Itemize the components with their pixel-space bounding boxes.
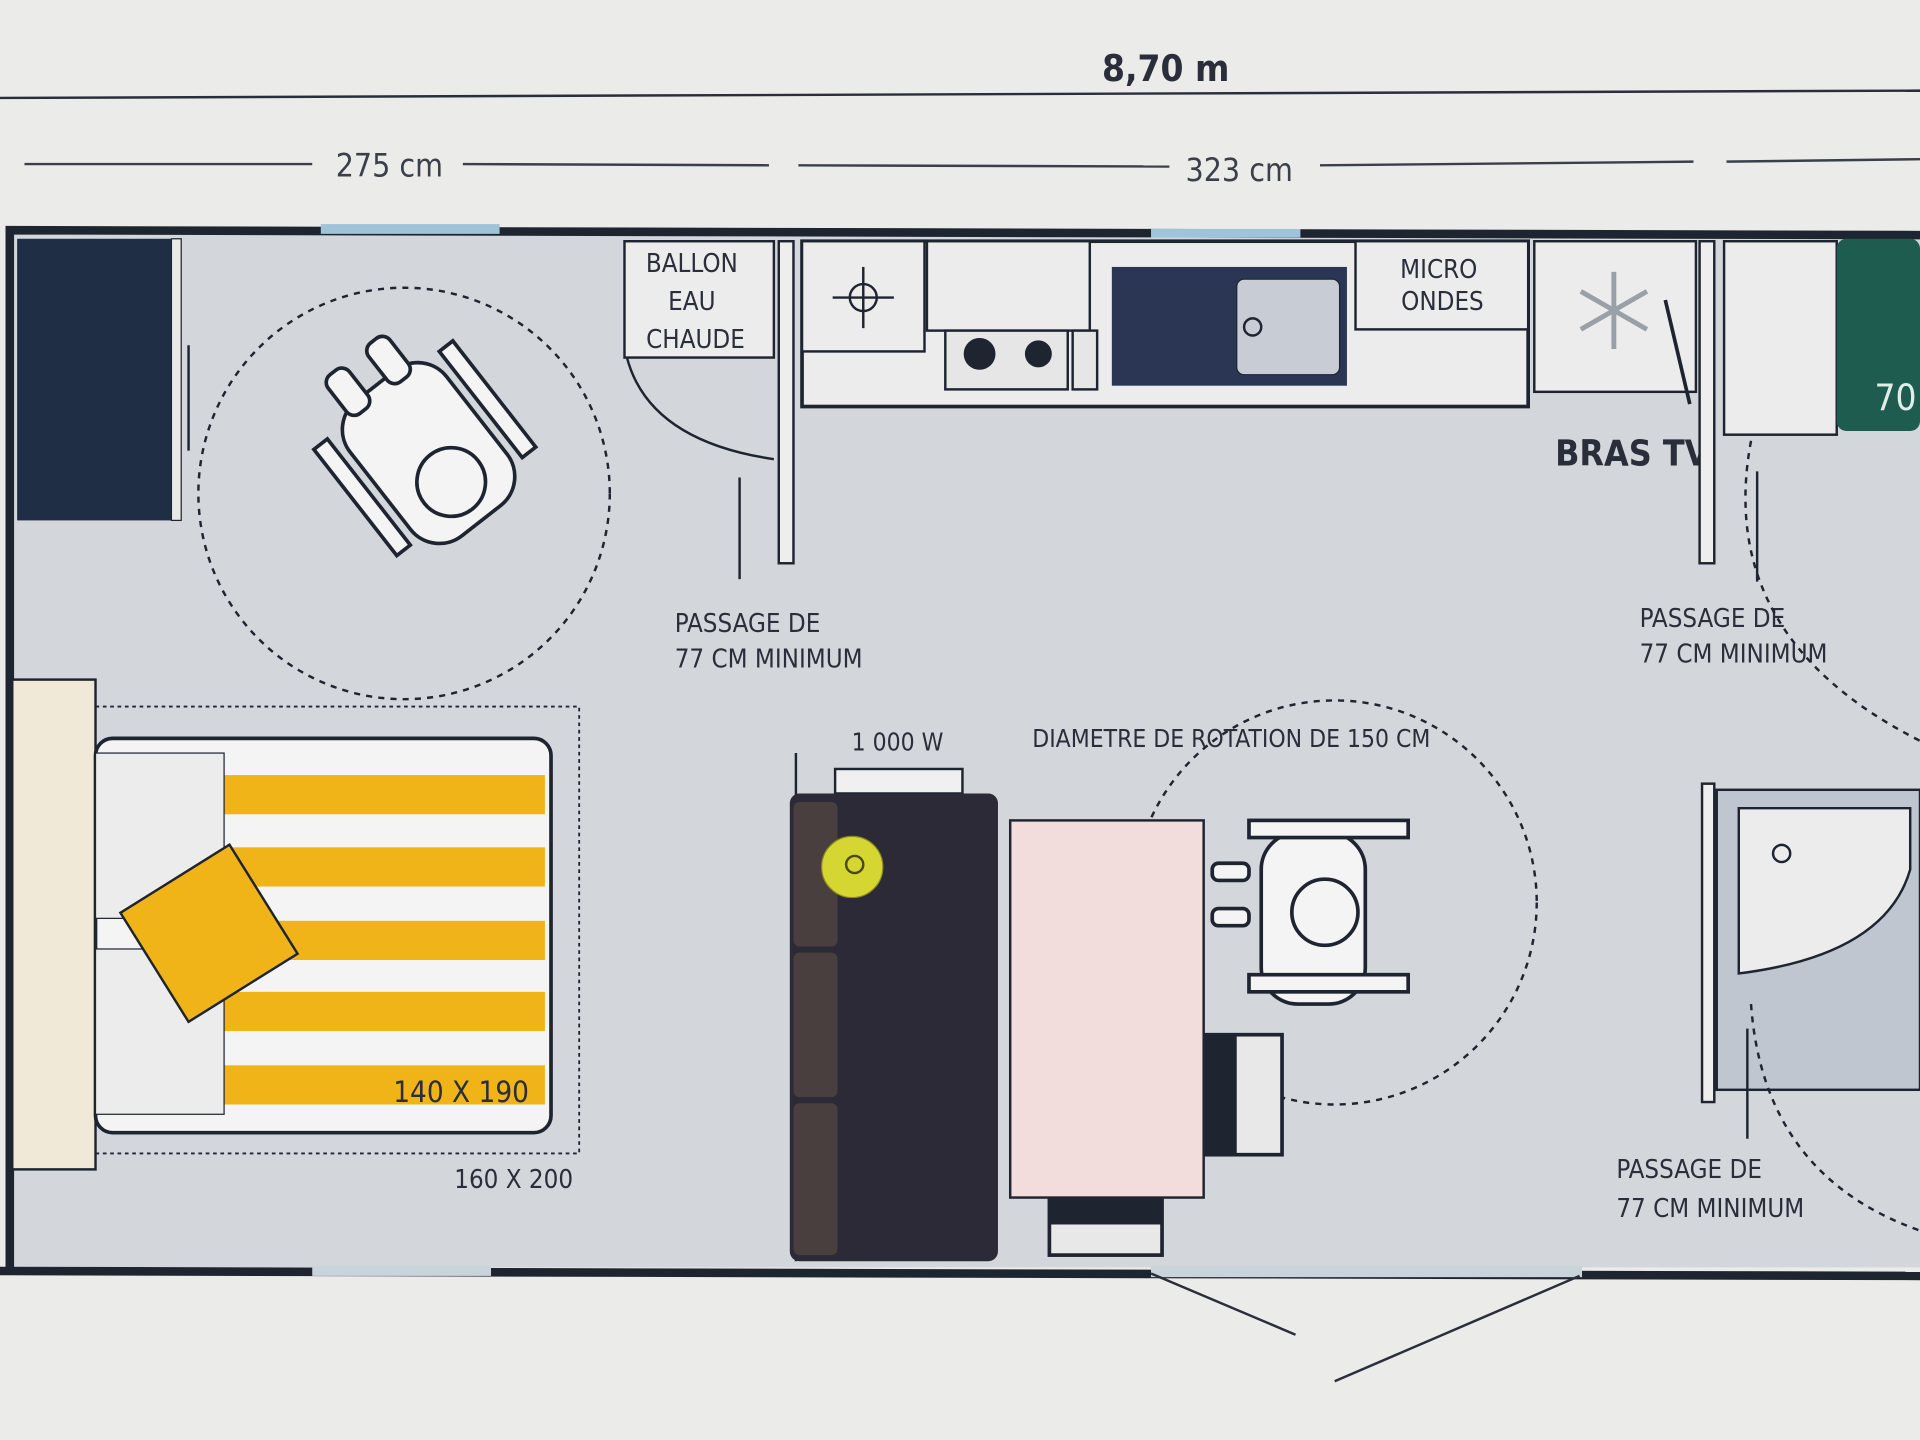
- sofa-cushion: [793, 1103, 838, 1256]
- window: [312, 1266, 492, 1276]
- room-tag: [1836, 238, 1920, 432]
- tv-arm: [1663, 299, 1692, 405]
- room-tag-label: 70: [1874, 376, 1916, 419]
- cabinet: [1722, 240, 1838, 436]
- heater-power-label: 1 000 W: [852, 728, 944, 757]
- outer-wall-bottom: [0, 1266, 1920, 1281]
- drain-icon: [1771, 843, 1792, 864]
- wheelchair-icon: [1210, 818, 1410, 1006]
- cushion: [118, 842, 300, 1024]
- sofa-cushion: [793, 802, 838, 947]
- rotation-circle: [1131, 699, 1538, 1106]
- shower-tray: [1737, 806, 1912, 975]
- water-heater-label: BALLON EAU CHAUDE: [646, 249, 745, 355]
- window: [1151, 228, 1301, 238]
- door-swing: [625, 357, 775, 461]
- passage-right-bottom-label: PASSAGE DE 77 CM MINIMUM: [1616, 1155, 1804, 1224]
- dining-table: [1008, 819, 1205, 1199]
- middle-section-label: 323 cm: [1185, 151, 1292, 189]
- rotation-circle: [197, 286, 612, 701]
- rotation-diameter-label: DIAMETRE DE ROTATION DE 150 CM: [1032, 724, 1430, 753]
- sofa: [789, 793, 998, 1262]
- door-leaf: [1150, 1272, 1296, 1336]
- sink-icon: [1111, 266, 1347, 386]
- cabinet: [925, 240, 1092, 332]
- passage-left-label: PASSAGE DE 77 CM MINIMUM: [675, 609, 863, 675]
- bed-area-outline: [94, 705, 581, 1155]
- bed-area-size-label: 160 X 200: [454, 1165, 573, 1195]
- partition-wall: [1698, 240, 1716, 565]
- dimension-lines: 8,70 m 275 cm 323 cm: [0, 47, 1920, 189]
- door-leaf: [1334, 1274, 1581, 1383]
- snowflake-icon: [1579, 271, 1649, 349]
- passage-right-top-label: PASSAGE DE 77 CM MINIMUM: [1640, 604, 1828, 670]
- microwave: [1354, 240, 1530, 331]
- hob-icon: [944, 329, 1099, 391]
- wheelchair-icon: [311, 334, 539, 559]
- window: [320, 224, 500, 234]
- partition-wall: [1700, 782, 1716, 1104]
- water-heater: [623, 240, 776, 359]
- bed-size-label: 140 X 190: [393, 1075, 529, 1109]
- sofa-cushion: [793, 952, 838, 1098]
- wardrobe: [17, 238, 172, 521]
- headboard: [11, 678, 97, 1171]
- total-length-label: 8,70 m: [1102, 47, 1229, 90]
- heater: [833, 767, 964, 795]
- left-section-label: 275 cm: [336, 146, 443, 184]
- lamp-icon: [821, 835, 884, 899]
- light-icon: [832, 266, 894, 329]
- entrance-door-frame: [1151, 1266, 1583, 1278]
- tv-arm-label: BRAS TV: [1555, 433, 1710, 474]
- partition-wall: [777, 240, 795, 565]
- microwave-label: MICRO ONDES: [1400, 255, 1485, 317]
